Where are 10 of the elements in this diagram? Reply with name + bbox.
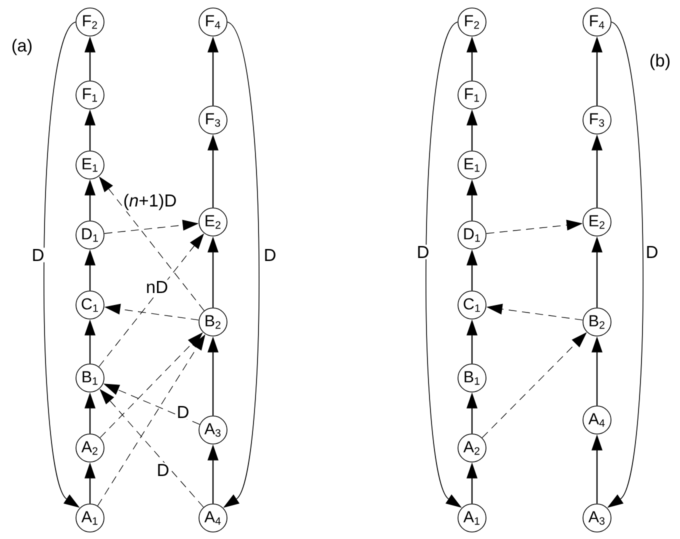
edge-label: (n+1)D <box>122 192 178 212</box>
edge-label: nD <box>144 280 170 294</box>
edge-label: D <box>30 248 46 262</box>
panel-label: (b) <box>650 54 670 70</box>
panel-label: (a) <box>12 38 32 56</box>
edge-label: D <box>644 244 660 260</box>
edge-label: D <box>262 248 278 262</box>
edge-label: D <box>415 244 431 260</box>
edge-label: D <box>155 462 171 478</box>
edge-label: D <box>175 404 191 420</box>
